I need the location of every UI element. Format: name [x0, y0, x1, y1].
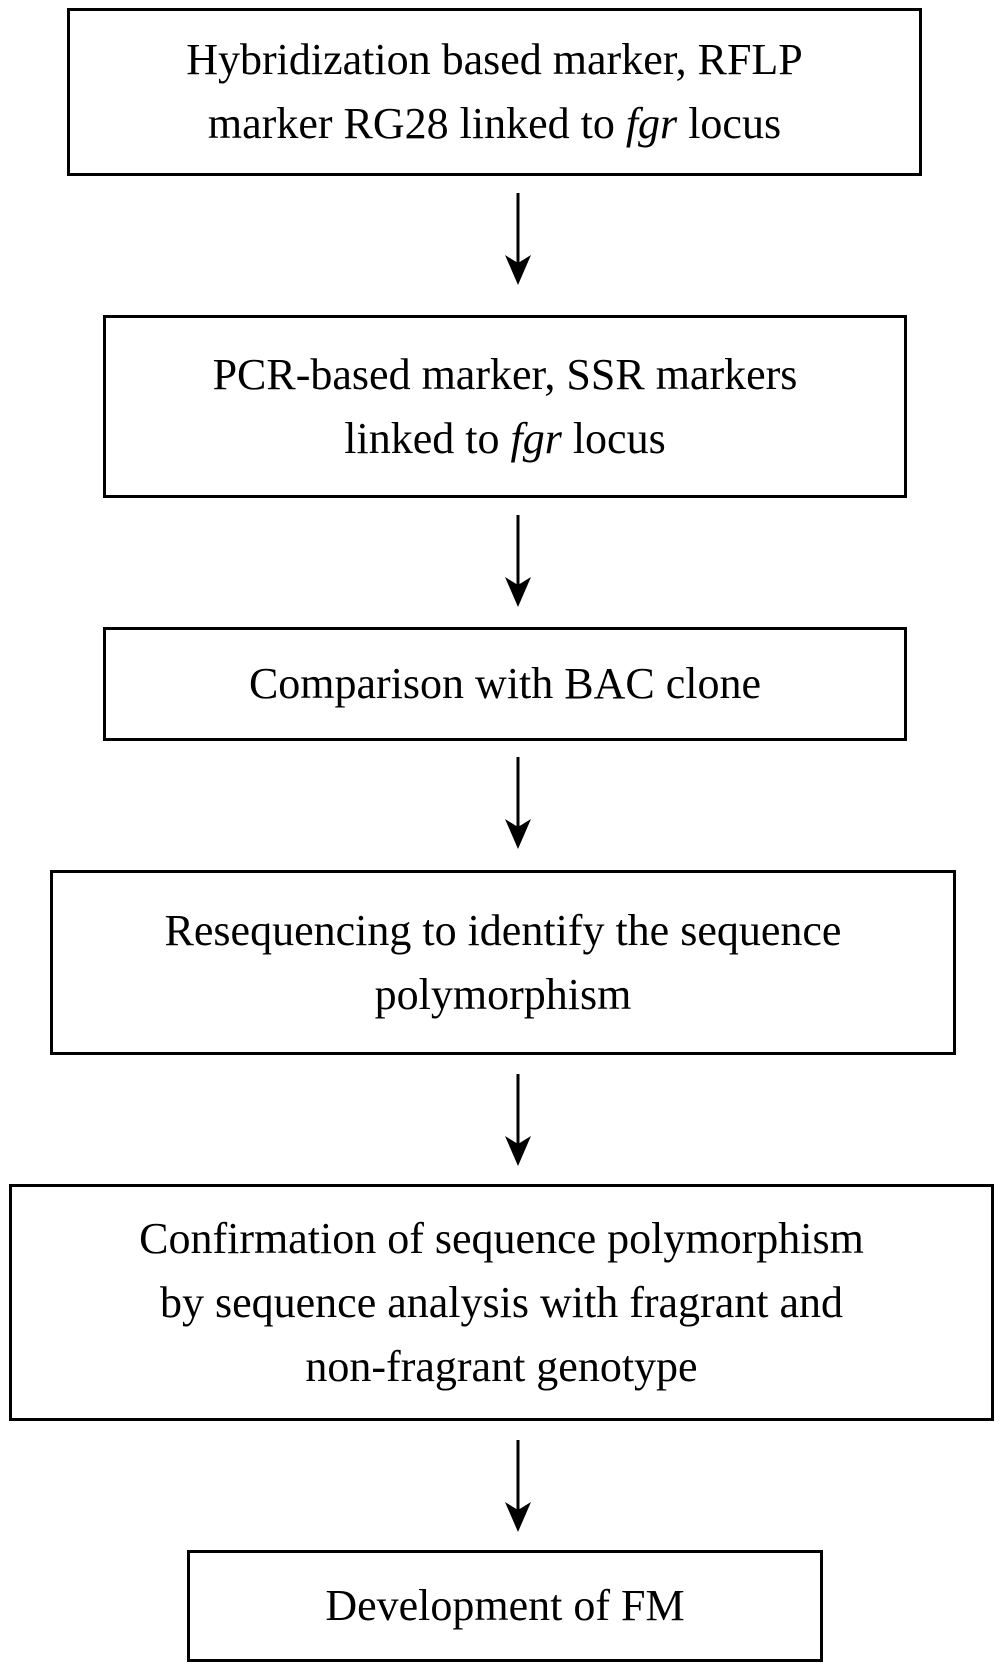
arrow-down-icon [498, 1074, 538, 1168]
step-text-confirmation: Confirmation of sequence polymorphism by… [139, 1207, 864, 1399]
step-line: PCR-based marker, SSR markers [212, 349, 798, 399]
step-line: Confirmation of sequence polymorphism [139, 1213, 864, 1263]
arrow-down-icon [498, 515, 538, 609]
step-box-bac-comparison: Comparison with BAC clone [103, 627, 907, 741]
step-box-hybridization-marker: Hybridization based marker, RFLP marker … [67, 8, 922, 176]
step-text-bac-comparison: Comparison with BAC clone [249, 652, 761, 716]
step-box-pcr-marker: PCR-based marker, SSR markers linked to … [103, 315, 907, 498]
step-box-resequencing: Resequencing to identify the sequence po… [50, 870, 956, 1055]
step-line: polymorphism [374, 969, 632, 1019]
step-line: marker RG28 linked to fgr locus [207, 99, 782, 148]
step-line: Hybridization based marker, RFLP [186, 35, 803, 84]
step-text-hybridization-marker: Hybridization based marker, RFLP marker … [186, 28, 803, 156]
step-line: linked to fgr locus [344, 413, 666, 463]
step-line: Resequencing to identify the sequence [164, 905, 842, 955]
gene-name-fgr: fgr [510, 413, 562, 463]
step-box-development-fm: Development of FM [187, 1550, 823, 1662]
step-text-pcr-marker: PCR-based marker, SSR markers linked to … [213, 343, 798, 471]
step-box-confirmation: Confirmation of sequence polymorphism by… [9, 1184, 994, 1421]
gene-name-fgr: fgr [625, 99, 678, 148]
step-text-resequencing: Resequencing to identify the sequence po… [165, 899, 842, 1027]
step-line: non-fragrant genotype [305, 1341, 698, 1391]
arrow-down-icon [498, 1440, 538, 1534]
step-line: Comparison with BAC clone [248, 659, 762, 708]
step-line: by sequence analysis with fragrant and [160, 1277, 843, 1327]
arrow-down-icon [498, 193, 538, 287]
step-line: Development of FM [325, 1581, 685, 1630]
step-text-development-fm: Development of FM [325, 1574, 684, 1638]
arrow-down-icon [498, 757, 538, 851]
